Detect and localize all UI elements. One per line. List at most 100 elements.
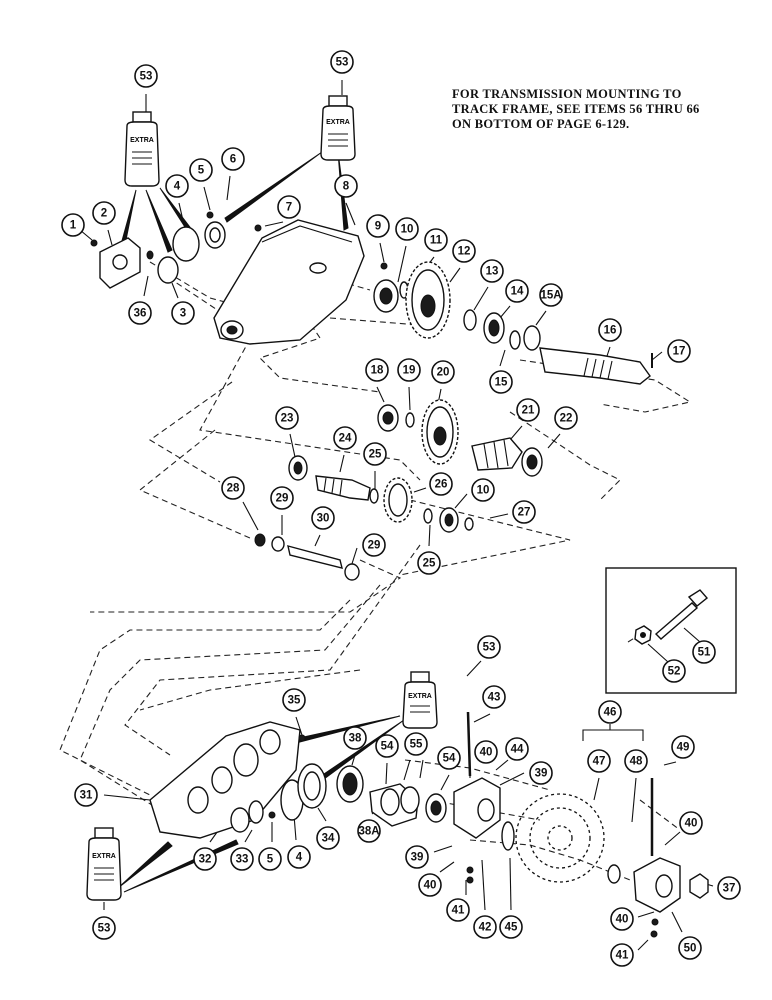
- note-line-1: FOR TRANSMISSION MOUNTING TO: [452, 87, 682, 101]
- callout-4: 4: [287, 845, 311, 869]
- screw-5-lower: [268, 811, 276, 819]
- callout-number: 18: [371, 365, 384, 377]
- lubricant-bottle-top-center: EXTRA: [320, 95, 356, 161]
- hub-38A: [369, 783, 420, 827]
- callout-34: 34: [316, 826, 340, 850]
- callout-number: 25: [369, 449, 382, 461]
- dashed-guide-lines: [59, 261, 692, 881]
- bearing-10-upper: [373, 279, 399, 313]
- cover-31: [149, 721, 301, 839]
- callout-53: 53: [477, 635, 501, 659]
- lower-parts: [149, 711, 709, 938]
- cap-2: [99, 237, 141, 289]
- callout-12: 12: [452, 239, 476, 263]
- callout-50: 50: [678, 936, 702, 960]
- screw-5: [206, 211, 214, 219]
- callout-21: 21: [516, 398, 540, 422]
- washer-40-right: [651, 918, 659, 926]
- callout-10: 10: [471, 478, 495, 502]
- callout-number: 16: [604, 325, 617, 337]
- nut-37: [689, 873, 709, 899]
- callout-number: 20: [437, 367, 450, 379]
- callout-number: 40: [424, 880, 437, 892]
- callout-53: 53: [92, 916, 116, 940]
- callout-49: 49: [671, 735, 695, 759]
- callout-number: 5: [267, 854, 274, 866]
- callout-29: 29: [362, 533, 386, 557]
- callout-number: 9: [375, 221, 381, 233]
- callout-18: 18: [365, 358, 389, 382]
- gear-12: [405, 261, 451, 339]
- callout-number: 30: [317, 513, 330, 525]
- callout-number: 2: [101, 208, 107, 220]
- bearing-29-left: [271, 536, 285, 552]
- callout-45: 45: [499, 915, 523, 939]
- callout-number: 5: [198, 165, 205, 177]
- spacer-48: [607, 864, 621, 884]
- callout-number: 51: [698, 647, 711, 659]
- support-50: [633, 857, 681, 913]
- callout-11: 11: [424, 228, 448, 252]
- callout-number: 4: [296, 852, 303, 864]
- callout-4: 4: [165, 174, 189, 198]
- callout-9: 9: [366, 214, 390, 238]
- lubricant-bottle-lower-center: EXTRA: [402, 671, 438, 729]
- callout-41: 41: [610, 943, 634, 967]
- callout-3: 3: [171, 301, 195, 325]
- callout-number: 48: [630, 756, 643, 768]
- callout-number: 33: [236, 854, 249, 866]
- callout-number: 17: [673, 346, 686, 358]
- callout-25: 25: [417, 551, 441, 575]
- callout-number: 49: [677, 742, 690, 754]
- callout-number: 31: [80, 790, 93, 802]
- callout-number: 50: [684, 943, 697, 955]
- callout-27: 27: [512, 500, 536, 524]
- callout-14: 14: [505, 279, 529, 303]
- seal-38: [336, 765, 364, 803]
- ring-28: [254, 533, 266, 547]
- callout-number: 25: [423, 558, 436, 570]
- callout-53: 53: [134, 64, 158, 88]
- bottle-label: EXTRA: [326, 119, 350, 126]
- callout-40: 40: [679, 811, 703, 835]
- callout-number: 41: [452, 905, 465, 917]
- cap-34: [297, 763, 327, 809]
- callout-number: 34: [322, 833, 335, 845]
- bottle-label: EXTRA: [408, 693, 432, 700]
- callout-22: 22: [554, 406, 578, 430]
- housing-8: [213, 219, 365, 345]
- callout-number: 35: [288, 695, 301, 707]
- ring-25-lower: [423, 508, 433, 524]
- callout-number: 27: [518, 507, 531, 519]
- pin-36: [146, 250, 154, 260]
- callout-17: 17: [667, 339, 691, 363]
- bolt-43: [466, 711, 472, 777]
- washer-40-lower: [466, 866, 474, 874]
- bearing-54-right: [425, 793, 447, 823]
- group-bracket-46: [582, 724, 644, 741]
- inset-bolt-box: [605, 567, 737, 694]
- callout-number: 28: [227, 483, 240, 495]
- bottle-label: EXTRA: [92, 853, 116, 860]
- callout-36: 36: [128, 301, 152, 325]
- callout-41: 41: [446, 898, 470, 922]
- gasket-3: [157, 256, 179, 284]
- callout-28: 28: [221, 476, 245, 500]
- bottle-label: EXTRA: [130, 137, 154, 144]
- callout-43: 43: [482, 685, 506, 709]
- callout-number: 38A: [358, 826, 379, 838]
- callout-29: 29: [270, 486, 294, 510]
- spacer-13: [463, 309, 477, 331]
- gear-26: [383, 477, 413, 523]
- callout-32: 32: [193, 847, 217, 871]
- callout-number: 53: [98, 923, 111, 935]
- callout-20: 20: [431, 360, 455, 384]
- callout-23: 23: [275, 406, 299, 430]
- callout-16: 16: [598, 318, 622, 342]
- callout-54: 54: [375, 734, 399, 758]
- callout-number: 39: [411, 852, 424, 864]
- upper-parts: [90, 211, 653, 581]
- washer-15: [509, 330, 521, 350]
- callout-10: 10: [395, 217, 419, 241]
